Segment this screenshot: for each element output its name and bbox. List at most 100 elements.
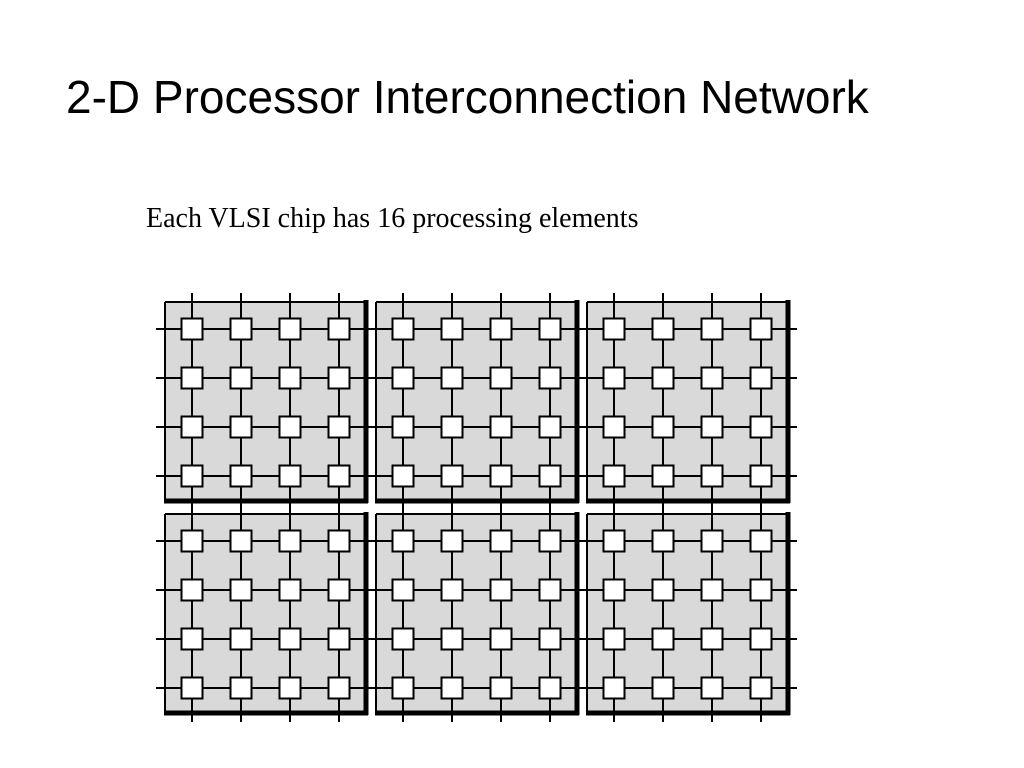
processing-element (391, 578, 415, 602)
processing-element (651, 627, 675, 651)
processing-element (602, 366, 626, 390)
processing-element (700, 317, 724, 341)
processing-element (327, 676, 351, 700)
processing-element (602, 676, 626, 700)
processing-element (749, 366, 773, 390)
processing-element (180, 676, 204, 700)
processing-element (651, 464, 675, 488)
processing-element (700, 415, 724, 439)
processing-element (700, 676, 724, 700)
processing-element (391, 366, 415, 390)
processing-element (651, 676, 675, 700)
processing-element (700, 627, 724, 651)
processing-element (391, 627, 415, 651)
processing-element (440, 676, 464, 700)
slide-title: 2-D Processor Interconnection Network (66, 71, 869, 123)
processing-element (749, 464, 773, 488)
processing-element (489, 627, 513, 651)
processing-element (278, 464, 302, 488)
processing-element (749, 415, 773, 439)
processing-element (278, 415, 302, 439)
processing-element (278, 317, 302, 341)
processing-element (700, 578, 724, 602)
processing-element (180, 317, 204, 341)
processing-element (180, 578, 204, 602)
processing-element (651, 529, 675, 553)
processing-element (749, 627, 773, 651)
processing-element (327, 415, 351, 439)
processing-element (229, 317, 253, 341)
processing-element (602, 627, 626, 651)
processing-element (440, 529, 464, 553)
processing-element (749, 676, 773, 700)
processing-element (440, 578, 464, 602)
processing-element (440, 317, 464, 341)
processing-element (700, 366, 724, 390)
processing-element (391, 317, 415, 341)
processing-element (180, 464, 204, 488)
processing-element (602, 529, 626, 553)
processing-element (440, 464, 464, 488)
processing-element (538, 464, 562, 488)
processing-element (651, 578, 675, 602)
processing-element (327, 366, 351, 390)
processing-element (700, 464, 724, 488)
processing-element (489, 464, 513, 488)
processing-element (489, 529, 513, 553)
processing-element (440, 627, 464, 651)
processing-element (229, 578, 253, 602)
processing-element (440, 366, 464, 390)
processing-element (229, 529, 253, 553)
processing-element (489, 676, 513, 700)
processing-element (229, 464, 253, 488)
processing-element (180, 627, 204, 651)
processing-element (538, 317, 562, 341)
processing-element (602, 317, 626, 341)
processing-element (180, 415, 204, 439)
processing-element (749, 529, 773, 553)
processing-element (327, 578, 351, 602)
processing-element (489, 317, 513, 341)
processing-element (749, 578, 773, 602)
processing-element (602, 578, 626, 602)
processing-element (327, 529, 351, 553)
processing-element (700, 529, 724, 553)
processing-element (651, 317, 675, 341)
processing-element (538, 529, 562, 553)
processing-element (327, 627, 351, 651)
processing-element (229, 627, 253, 651)
processing-element (278, 676, 302, 700)
processing-element (602, 415, 626, 439)
slide-caption: Each VLSI chip has 16 processing element… (146, 203, 639, 234)
processing-element (489, 415, 513, 439)
processing-element (278, 529, 302, 553)
processing-element (440, 415, 464, 439)
processing-element (327, 317, 351, 341)
processing-element (229, 366, 253, 390)
processing-element (602, 464, 626, 488)
processing-element (391, 676, 415, 700)
processing-element (229, 415, 253, 439)
processing-element (278, 578, 302, 602)
processing-element (538, 676, 562, 700)
processing-element (651, 366, 675, 390)
processing-element (538, 627, 562, 651)
processing-element (538, 415, 562, 439)
processing-element (538, 578, 562, 602)
processing-element (278, 627, 302, 651)
processing-element (327, 464, 351, 488)
processing-element (391, 529, 415, 553)
processing-element (538, 366, 562, 390)
processing-element (749, 317, 773, 341)
processing-element (651, 415, 675, 439)
processing-element (229, 676, 253, 700)
processing-element (391, 415, 415, 439)
processing-element (391, 464, 415, 488)
processing-element (180, 366, 204, 390)
processing-element (278, 366, 302, 390)
processing-element (489, 578, 513, 602)
processing-element (489, 366, 513, 390)
processing-element (180, 529, 204, 553)
